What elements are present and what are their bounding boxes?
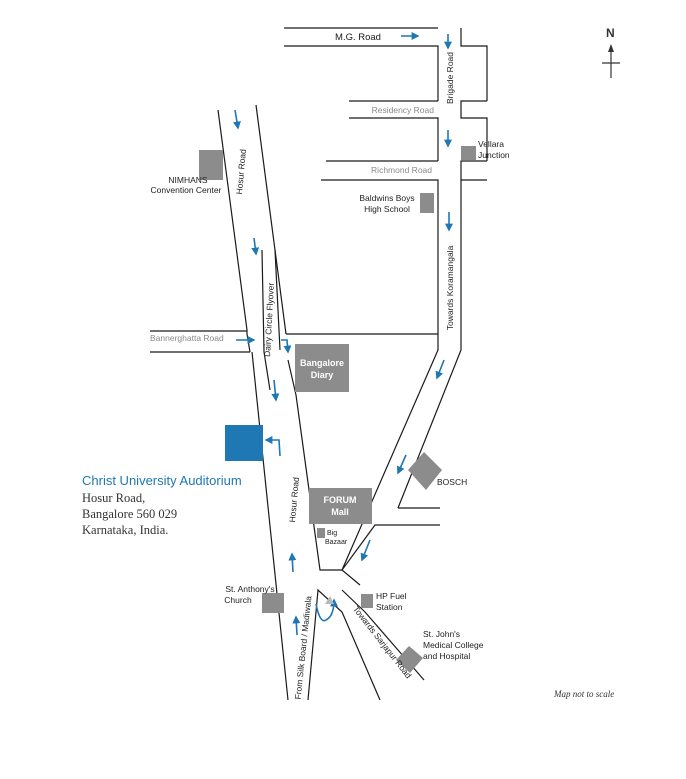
nimhans-label-2: Convention Center — [151, 185, 222, 195]
big-bazaar-label-1: Big — [327, 530, 337, 537]
big-bazaar-label-2: Bazaar — [325, 539, 348, 546]
vellara-label-1: Vellara — [478, 139, 504, 149]
north-arrow-icon — [602, 44, 620, 78]
hosur-road-left-edge-bottom — [251, 351, 289, 701]
bangalore-diary-building — [295, 344, 349, 392]
arrow-hosur-road-1 — [233, 109, 241, 130]
forum-junction-edge — [341, 524, 440, 586]
residency-road-right-block — [460, 100, 488, 161]
scale-note: Map not to scale — [554, 689, 615, 699]
address-line-3: Karnataka, India. — [82, 523, 169, 537]
arrow-forum-junction — [360, 539, 371, 562]
arrow-hosur-road-up — [288, 552, 297, 573]
from-silk-board-label: From Silk Board / Madiwala — [293, 595, 314, 700]
baldwins-label-1: Baldwins Boys — [359, 193, 414, 203]
hp-label-2: Station — [376, 602, 403, 612]
arrow-silk-board-up — [292, 615, 301, 636]
hosur-road-left-edge-top — [217, 109, 251, 353]
hosur-road-right-edge-bottom — [287, 359, 342, 571]
venue-address: Christ University Auditorium Hosur Road,… — [82, 472, 242, 538]
flyover-right-edge — [274, 249, 281, 351]
bangalore-diary-label-1: Bangalore — [300, 358, 344, 368]
direction-arrows — [233, 32, 453, 636]
bangalore-diary-label-2: Diary — [311, 370, 334, 380]
residency-road-bottom-edge — [349, 117, 439, 161]
richmond-road-right-edge — [460, 160, 487, 181]
arrow-u-turn — [315, 598, 338, 622]
venue-name: Christ University Auditorium — [82, 473, 242, 488]
residency-road-label: Residency Road — [372, 105, 435, 115]
arrow-hosur-road-3 — [271, 379, 280, 402]
arrow-hosur-road-2 — [251, 237, 260, 256]
koramangala-road-left-edge — [321, 179, 439, 350]
u-turn-marker — [325, 596, 334, 604]
vellara-junction-building — [461, 146, 476, 160]
arrow-flyover-exit — [281, 339, 292, 354]
brigade-road-label: Brigade Road — [445, 52, 455, 104]
address-line-1: Hosur Road, — [82, 491, 146, 505]
road-network — [150, 27, 488, 701]
koramangala-road-right-edge — [397, 180, 462, 509]
arrow-koramangala-2 — [435, 359, 445, 380]
st-anthony-church-building — [262, 593, 284, 613]
big-bazaar-building — [317, 528, 325, 538]
forum-label-1: FORUM — [324, 495, 357, 505]
mg-road-bottom-edge — [284, 45, 439, 101]
hp-fuel-station-building — [361, 594, 373, 608]
st-johns-building — [396, 646, 423, 673]
hosur-road-right-edge-top — [255, 104, 287, 335]
address-line-2: Bangalore 560 029 — [82, 507, 178, 521]
hosur-road-bottom-label: Hosur Road — [287, 476, 301, 522]
north-label: N — [606, 26, 615, 40]
towards-sarjapur-label: Towards Sarjapur Road — [351, 604, 414, 680]
nimhans-building — [199, 150, 223, 180]
st-anthony-label-2: Church — [224, 595, 252, 605]
richmond-road-label: Richmond Road — [371, 165, 432, 175]
vellara-label-2: Junction — [478, 150, 510, 160]
nimhans-label-1: NIMHANS — [168, 175, 208, 185]
bosch-label: BOSCH — [437, 477, 467, 487]
arrow-koramangala-3 — [396, 454, 407, 475]
st-johns-label-1: St. John's — [423, 629, 460, 639]
north-compass: N — [600, 26, 624, 82]
forum-label-2: Mall — [331, 507, 349, 517]
st-johns-label-2: Medical College — [423, 640, 484, 650]
st-johns-label-3: and Hospital — [423, 651, 470, 661]
dairy-flyover-label: Dairy Circle Flyover — [262, 282, 276, 357]
bosch-building — [408, 452, 442, 490]
arrow-venue-turn — [264, 436, 281, 457]
flyover-left-edge — [261, 249, 271, 391]
baldwins-building — [420, 193, 434, 213]
hp-label-1: HP Fuel — [376, 591, 407, 601]
brigade-road-right-edge — [460, 28, 488, 101]
st-anthony-label-1: St. Anthony's — [225, 584, 274, 594]
christ-university-auditorium-building — [225, 425, 263, 461]
forum-mall-building — [309, 488, 372, 524]
buildings — [199, 146, 476, 673]
mg-road-label: M.G. Road — [335, 32, 381, 43]
koramangala-diagonal-left — [341, 349, 439, 571]
baldwins-label-2: High School — [364, 204, 410, 214]
hosur-road-top-label: Hosur Road — [234, 148, 248, 194]
bannerghatta-road-label: Bannerghatta Road — [150, 333, 224, 343]
towards-koramangala-label: Towards Koramangala — [445, 245, 455, 330]
